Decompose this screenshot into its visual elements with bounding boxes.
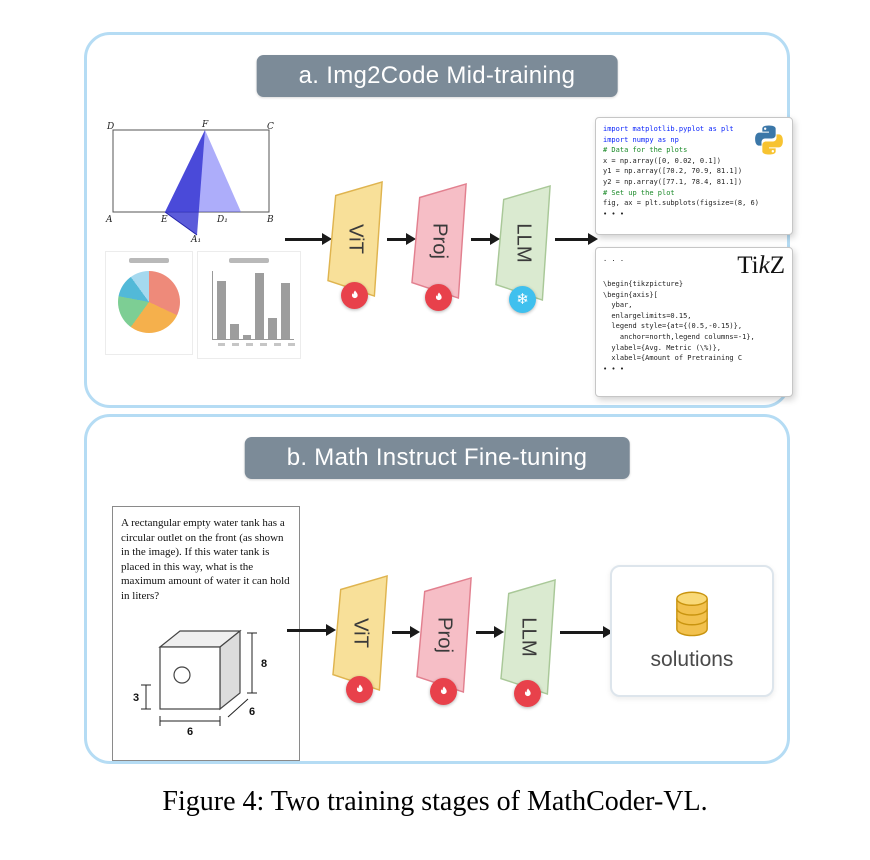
illegible-bar-title bbox=[229, 258, 269, 263]
dim-width: 6 bbox=[187, 726, 193, 737]
arrow-llm-to-code bbox=[555, 233, 598, 245]
circular-outlet bbox=[173, 666, 191, 684]
fire-icon bbox=[346, 676, 373, 703]
proj-label: Proj bbox=[429, 223, 451, 259]
mini-bar bbox=[281, 282, 290, 339]
arrow-llm-to-solutions bbox=[560, 626, 613, 638]
fire-icon bbox=[341, 282, 368, 309]
arrow-vit-to-proj bbox=[387, 233, 416, 245]
dim-depth: 6 bbox=[249, 706, 255, 718]
math-problem-text: A rectangular empty water tank has a cir… bbox=[121, 517, 290, 602]
code-line: # Set up the plot bbox=[603, 188, 675, 197]
arrow-images-to-vit bbox=[285, 233, 332, 245]
vit-block: ViT bbox=[332, 574, 388, 692]
geometry-figure: D F C A E D₁ B A₁ bbox=[101, 117, 291, 243]
tikz-code-card: . . . TikZ \begin{tikzpicture} \begin{ax… bbox=[595, 247, 793, 397]
geo-label-E: E bbox=[160, 215, 168, 225]
code-line: legend style={at={(0.5,-0.15)}, bbox=[603, 322, 743, 331]
arrow-proj-to-llm bbox=[476, 626, 504, 638]
geo-label-C: C bbox=[267, 122, 274, 132]
illegible-bar-ticks bbox=[218, 343, 300, 346]
proj-block: Proj bbox=[416, 576, 472, 694]
fire-icon bbox=[430, 678, 457, 705]
llm-label: LLM bbox=[513, 223, 535, 262]
illegible-pie-title bbox=[129, 258, 169, 263]
bar-chart-bars bbox=[212, 271, 294, 340]
dim-height: 8 bbox=[261, 658, 267, 670]
code-line: import numpy as np bbox=[603, 135, 679, 144]
code-line: ylabel={Avg. Metric (\%)}, bbox=[603, 343, 722, 352]
python-code-card: import matplotlib.pyplot as plt import n… bbox=[595, 117, 793, 235]
geo-label-A: A bbox=[105, 215, 113, 225]
fire-icon bbox=[425, 284, 452, 311]
python-logo-icon bbox=[755, 125, 783, 155]
mini-bar bbox=[255, 272, 265, 339]
blue-triangle-dark bbox=[165, 130, 205, 235]
vit-label: ViT bbox=[345, 224, 367, 254]
mini-bar bbox=[217, 280, 226, 339]
dim-left: 3 bbox=[133, 692, 139, 704]
mini-bar bbox=[242, 335, 252, 339]
vit-block: ViT bbox=[327, 180, 383, 298]
panel-a-title: a. Img2Code Mid-training bbox=[256, 55, 618, 97]
proj-block: Proj bbox=[411, 182, 467, 300]
mini-bar bbox=[229, 324, 239, 339]
mini-bar bbox=[268, 317, 278, 339]
water-tank-cube-figure: 8 6 3 6 bbox=[133, 629, 267, 737]
llm-block: LLM bbox=[500, 578, 556, 696]
fire-icon bbox=[514, 680, 541, 707]
tikz-logo: TikZ bbox=[737, 252, 785, 279]
snowflake-icon: ❄ bbox=[509, 286, 536, 313]
code-line: • • • bbox=[603, 209, 625, 218]
code-line: x = np.array([0, 0.02, 0.1]) bbox=[603, 156, 722, 165]
llm-label: LLM bbox=[518, 617, 540, 656]
arrow-problem-to-vit bbox=[287, 624, 336, 636]
panel-math-instruct-finetuning: b. Math Instruct Fine-tuning A rectangul… bbox=[84, 414, 790, 764]
code-line: \begin{tikzpicture} bbox=[603, 280, 684, 288]
pie-chart-circle bbox=[118, 271, 180, 333]
bar-chart-card bbox=[197, 251, 301, 359]
solutions-card: solutions bbox=[610, 565, 774, 697]
code-line: # Data for the plots bbox=[603, 146, 688, 155]
math-problem-card: A rectangular empty water tank has a cir… bbox=[112, 506, 300, 761]
code-line: import matplotlib.pyplot as plt bbox=[603, 125, 734, 133]
arrow-vit-to-proj bbox=[392, 626, 420, 638]
code-line: ybar, bbox=[603, 301, 633, 310]
database-icon bbox=[676, 591, 708, 637]
pie-chart-card bbox=[105, 251, 193, 355]
geo-label-F: F bbox=[201, 120, 209, 130]
code-line: enlargelimits=0.15, bbox=[603, 311, 692, 320]
arrow-proj-to-llm bbox=[471, 233, 500, 245]
code-line: anchor=north,legend columns=-1}, bbox=[603, 332, 755, 341]
llm-block: LLM bbox=[495, 184, 551, 302]
vit-label: ViT bbox=[350, 618, 372, 648]
geo-label-A1: A₁ bbox=[190, 235, 201, 243]
geo-label-D: D bbox=[106, 122, 114, 132]
geo-label-D1: D₁ bbox=[216, 215, 228, 225]
code-line: xlabel={Amount of Pretraining C bbox=[603, 354, 743, 363]
code-dots: . . . bbox=[603, 255, 625, 263]
code-line: y2 = np.array([77.1, 78.4, 81.1]) bbox=[603, 177, 743, 186]
figure-caption: Figure 4: Two training stages of MathCod… bbox=[162, 786, 708, 817]
code-dots: • • • bbox=[603, 364, 625, 373]
code-line: y1 = np.array([70.2, 70.9, 81.1]) bbox=[603, 167, 743, 176]
panel-b-title: b. Math Instruct Fine-tuning bbox=[244, 437, 630, 479]
proj-label: Proj bbox=[434, 617, 456, 653]
solutions-label: solutions bbox=[650, 648, 734, 671]
code-line: fig, ax = plt.subplots(figsize=(8, 6) bbox=[603, 199, 759, 208]
geo-label-B: B bbox=[266, 215, 274, 225]
code-line: \begin{axis}[ bbox=[603, 290, 658, 299]
panel-img2code-midtraining: a. Img2Code Mid-training D F C A E D₁ B … bbox=[84, 32, 793, 408]
